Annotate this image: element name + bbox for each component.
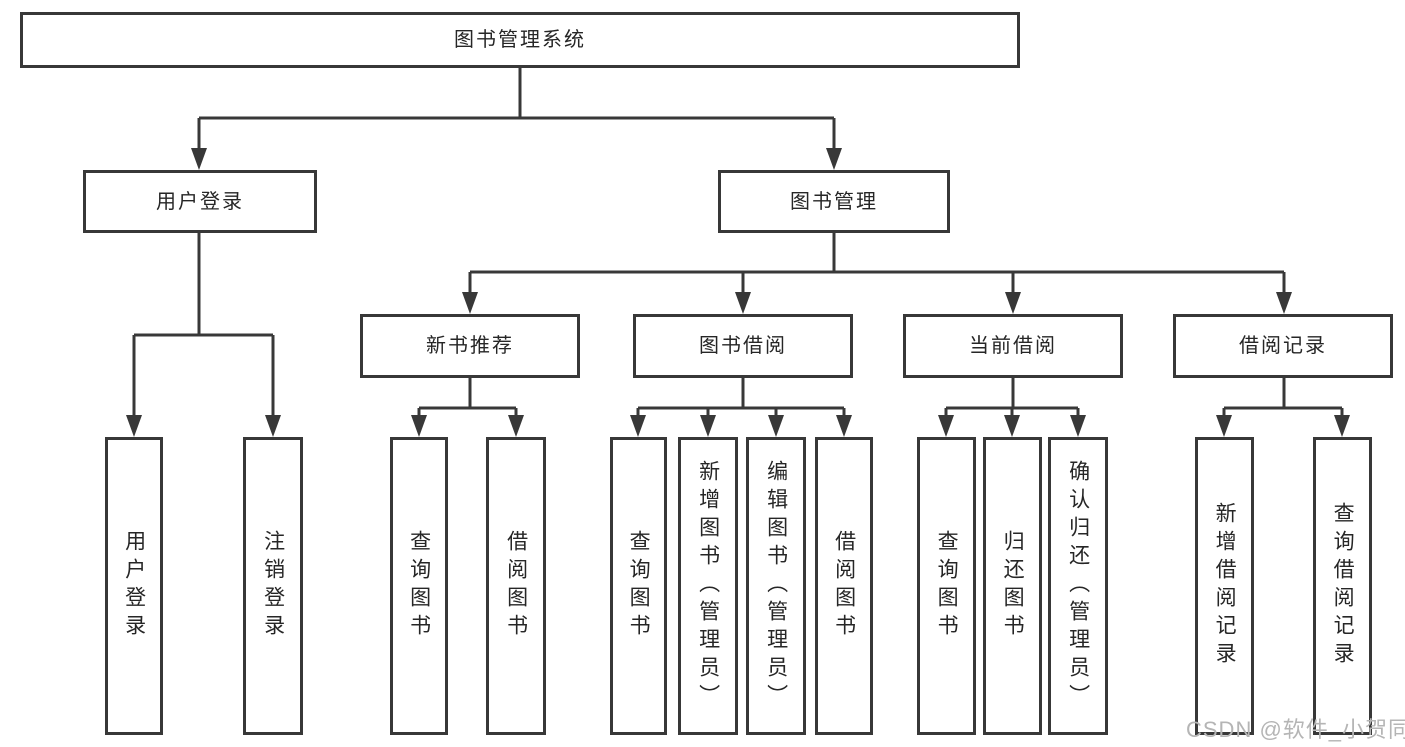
leaf-logout: 注销登录: [243, 437, 303, 735]
leaf-query-books-recommend: 查询图书: [390, 437, 448, 735]
node-root: 图书管理系统: [20, 12, 1020, 68]
node-user-login: 用户登录: [83, 170, 317, 233]
leaf-borrow-books-recommend: 借阅图书: [486, 437, 546, 735]
node-new-book-recommend: 新书推荐: [360, 314, 580, 378]
leaf-add-borrow-record: 新增借阅记录: [1195, 437, 1254, 735]
leaf-confirm-return-admin: 确认归还（管理员）: [1048, 437, 1108, 735]
leaf-user-login: 用户登录: [105, 437, 163, 735]
watermark: CSDN @软件_小贺同学: [1186, 717, 1405, 742]
node-borrow-records: 借阅记录: [1173, 314, 1393, 378]
node-book-borrow: 图书借阅: [633, 314, 853, 378]
leaf-return-books: 归还图书: [983, 437, 1042, 735]
leaf-borrow-books-borrow: 借阅图书: [815, 437, 873, 735]
leaf-edit-book-admin: 编辑图书（管理员）: [746, 437, 806, 735]
node-book-management: 图书管理: [718, 170, 950, 233]
leaf-query-borrow-record: 查询借阅记录: [1313, 437, 1372, 735]
leaf-query-books-borrow: 查询图书: [610, 437, 667, 735]
node-current-borrow: 当前借阅: [903, 314, 1123, 378]
leaf-add-book-admin: 新增图书（管理员）: [678, 437, 738, 735]
leaf-query-books-current: 查询图书: [917, 437, 976, 735]
